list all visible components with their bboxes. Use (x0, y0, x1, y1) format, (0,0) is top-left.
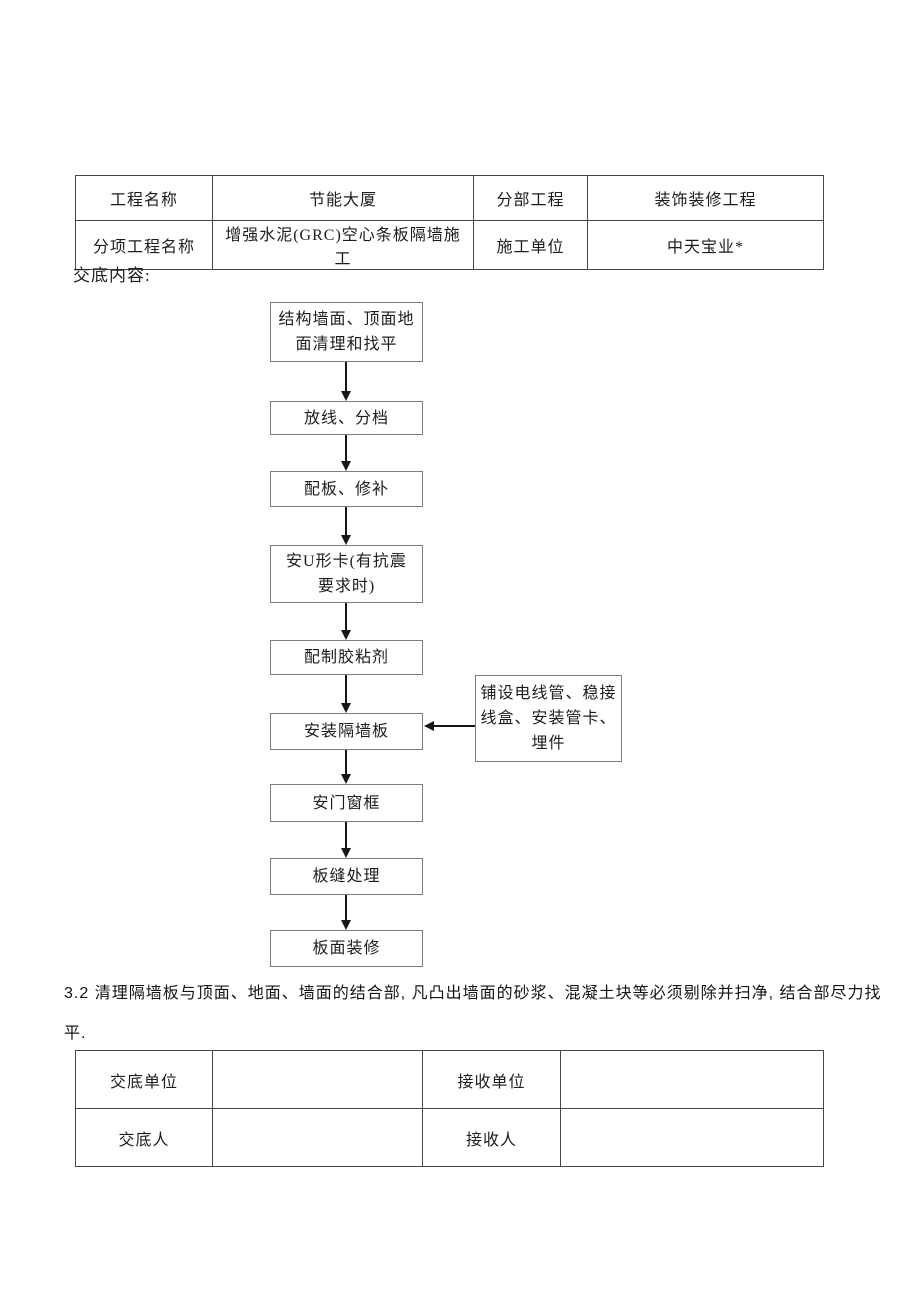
table-row: 分项工程名称 增强水泥(GRC)空心条板隔墙施工 施工单位 中天宝业* (75, 220, 824, 270)
signature-table: 交底单位 接收单位 交底人 接收人 (75, 1050, 824, 1167)
receiving-unit-label: 接收单位 (422, 1050, 561, 1109)
disclosure-person-label: 交底人 (75, 1108, 213, 1167)
arrow-down-icon (341, 435, 351, 471)
flow-step-3-panel-repair: 配板、修补 (270, 471, 423, 507)
flow-step-7-door-window-frame: 安门窗框 (270, 784, 423, 822)
flow-step-8-joint-treatment: 板缝处理 (270, 858, 423, 895)
receiving-person-label: 接收人 (422, 1108, 561, 1167)
table-row: 工程名称 节能大厦 分部工程 装饰装修工程 (75, 175, 824, 221)
subitem-name-label: 分项工程名称 (75, 220, 213, 270)
arrow-down-icon (341, 822, 351, 858)
disclosure-unit-value (212, 1050, 423, 1109)
construction-unit-value: 中天宝业* (587, 220, 824, 270)
receiving-person-value (560, 1108, 824, 1167)
flow-step-2-lining-grading: 放线、分档 (270, 401, 423, 435)
arrow-down-icon (341, 507, 351, 545)
paragraph-3-2: 3.2 清理隔墙板与顶面、地面、墙面的结合部, 凡凸出墙面的砂浆、混凝土块等必须… (64, 985, 882, 1042)
disclosure-content-label: 交底内容: (73, 266, 151, 285)
construction-unit-label: 施工单位 (473, 220, 588, 270)
subdivision-work-label: 分部工程 (473, 175, 588, 221)
arrow-down-icon (341, 603, 351, 640)
flow-step-5-adhesive: 配制胶粘剂 (270, 640, 423, 675)
project-name-label: 工程名称 (75, 175, 213, 221)
flow-side-box-conduits: 铺设电线管、稳接 线盒、安装管卡、 埋件 (475, 675, 622, 762)
arrow-down-icon (341, 895, 351, 930)
table-row: 交底人 接收人 (75, 1108, 824, 1167)
flow-step-4-u-clip: 安U形卡(有抗震 要求时) (270, 545, 423, 603)
flow-step-9-panel-finish: 板面装修 (270, 930, 423, 967)
disclosure-unit-label: 交底单位 (75, 1050, 213, 1109)
project-info-table: 工程名称 节能大厦 分部工程 装饰装修工程 分项工程名称 增强水泥(GRC)空心… (75, 175, 824, 270)
arrow-down-icon (341, 675, 351, 713)
flow-step-6-install-panel: 安装隔墙板 (270, 713, 423, 750)
arrow-left-icon (424, 721, 475, 731)
disclosure-person-value (212, 1108, 423, 1167)
project-name-value: 节能大厦 (212, 175, 474, 221)
arrow-down-icon (341, 750, 351, 784)
arrow-down-icon (341, 362, 351, 401)
subdivision-work-value: 装饰装修工程 (587, 175, 824, 221)
receiving-unit-value (560, 1050, 824, 1109)
flow-step-1-surface-cleaning: 结构墙面、顶面地 面清理和找平 (270, 302, 423, 362)
subitem-name-value: 增强水泥(GRC)空心条板隔墙施工 (212, 220, 474, 270)
table-row: 交底单位 接收单位 (75, 1050, 824, 1109)
